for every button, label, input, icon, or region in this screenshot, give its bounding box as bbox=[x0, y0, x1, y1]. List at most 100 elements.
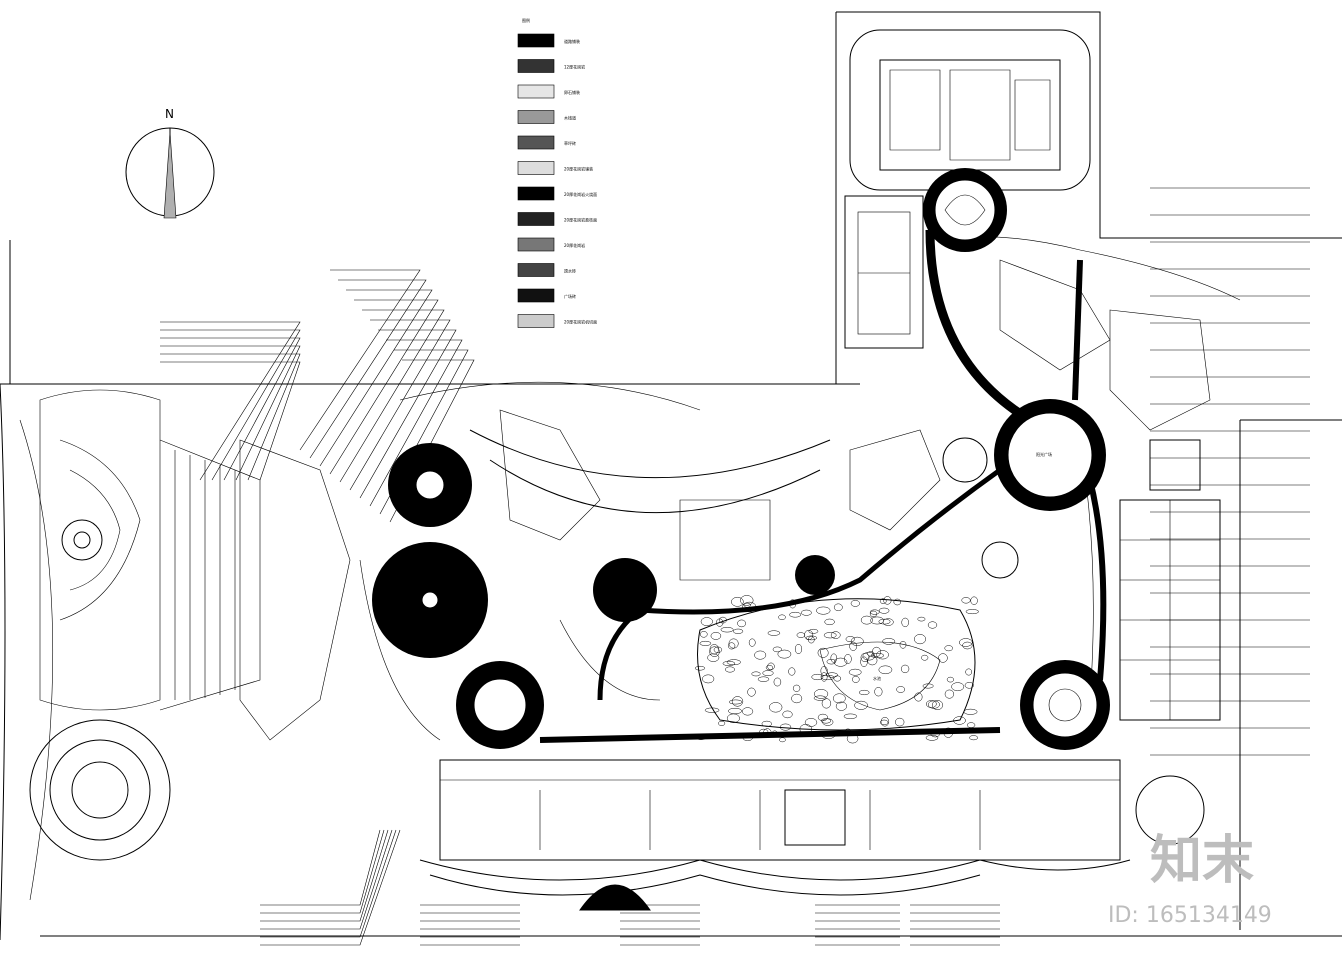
leader-line bbox=[369, 339, 463, 507]
pebble bbox=[779, 723, 792, 731]
legend-label: 透水砖 bbox=[564, 268, 576, 274]
pebble bbox=[700, 631, 708, 638]
pebble bbox=[811, 673, 824, 681]
north-arrow: N bbox=[125, 107, 215, 219]
pebble bbox=[822, 718, 834, 726]
pebble bbox=[959, 638, 973, 647]
pebble bbox=[727, 642, 736, 650]
pebble bbox=[895, 717, 905, 727]
southwest-round-plaza bbox=[456, 661, 544, 749]
legend-swatch bbox=[517, 186, 555, 201]
pebble bbox=[854, 700, 868, 710]
pebble bbox=[832, 693, 846, 704]
legend-swatch bbox=[517, 135, 555, 150]
pebble bbox=[699, 640, 712, 646]
leader-line bbox=[160, 337, 301, 481]
pebble bbox=[867, 655, 878, 666]
legend-label: 12厚花岗岩 bbox=[564, 64, 585, 70]
pebble bbox=[789, 611, 802, 618]
pebble bbox=[878, 618, 891, 625]
pebble bbox=[844, 654, 852, 664]
pebble bbox=[846, 733, 859, 744]
pebble bbox=[878, 665, 893, 675]
pebble bbox=[773, 677, 782, 687]
pebble bbox=[883, 596, 892, 605]
legend-label: 草坪砖 bbox=[564, 140, 576, 146]
mid-round-plaza bbox=[593, 437, 1205, 845]
leader-line bbox=[260, 829, 389, 922]
pebble bbox=[747, 687, 756, 697]
pebble bbox=[845, 636, 855, 643]
pebble bbox=[742, 707, 754, 716]
pebble bbox=[788, 667, 796, 676]
leader-line bbox=[160, 321, 301, 481]
pebble bbox=[860, 656, 868, 668]
west-round-plaza bbox=[388, 443, 472, 527]
leader-line bbox=[160, 329, 301, 481]
pebble bbox=[896, 686, 906, 693]
pebble bbox=[742, 601, 757, 613]
leader-line bbox=[379, 349, 469, 515]
pebble bbox=[880, 716, 890, 727]
pebble bbox=[707, 653, 720, 662]
leader-line bbox=[299, 269, 421, 451]
pebble bbox=[771, 730, 778, 738]
main-pathways bbox=[539, 229, 1107, 743]
pebble bbox=[821, 698, 832, 709]
pebble bbox=[772, 646, 782, 653]
entrance-label: 主入口 bbox=[418, 635, 430, 641]
pebble bbox=[953, 716, 966, 725]
pebble bbox=[694, 665, 706, 671]
pebble bbox=[925, 734, 939, 741]
legend-label: 20厚花岗岩 bbox=[564, 242, 585, 248]
pebble bbox=[830, 631, 841, 639]
pebble bbox=[820, 672, 828, 682]
pebble bbox=[823, 632, 837, 639]
pebble bbox=[725, 666, 735, 673]
pebble bbox=[782, 710, 793, 719]
pebble bbox=[779, 737, 786, 743]
pebble bbox=[860, 615, 873, 625]
pebble bbox=[870, 616, 884, 625]
legend-swatch bbox=[517, 212, 555, 226]
pebble bbox=[943, 727, 954, 738]
pebble bbox=[833, 603, 843, 612]
pebble bbox=[965, 668, 973, 676]
legend-label: 20厚花岗岩荔枝面 bbox=[564, 217, 597, 223]
watermark: 知末 ID: 165134149 bbox=[1108, 831, 1272, 928]
pebble bbox=[876, 650, 889, 660]
legend-swatch bbox=[517, 237, 555, 252]
pebble bbox=[927, 700, 940, 709]
central-round-plaza: 主入口 bbox=[372, 542, 488, 658]
pebble bbox=[849, 641, 858, 651]
pebble bbox=[817, 713, 828, 721]
leader-line bbox=[329, 299, 439, 475]
pebble bbox=[796, 632, 806, 638]
pebble bbox=[726, 713, 740, 723]
leader-line bbox=[389, 359, 475, 523]
leader-line bbox=[260, 829, 397, 938]
leader-line bbox=[309, 279, 427, 459]
pebble bbox=[922, 683, 934, 689]
pebble bbox=[914, 634, 926, 645]
pebble bbox=[850, 636, 864, 646]
legend-label: 广场砖 bbox=[564, 293, 576, 299]
legend-swatch bbox=[517, 263, 555, 277]
pebble bbox=[966, 722, 976, 728]
leader-line bbox=[160, 353, 301, 481]
pebble bbox=[722, 661, 736, 666]
pebble bbox=[833, 657, 848, 667]
pebble bbox=[718, 720, 726, 726]
pebble bbox=[728, 638, 739, 649]
pebble bbox=[763, 728, 772, 738]
legend-swatch bbox=[517, 59, 555, 73]
pebble bbox=[882, 638, 896, 645]
leader-line bbox=[349, 319, 451, 491]
pebble bbox=[740, 595, 754, 606]
pebble bbox=[720, 627, 734, 633]
legend-label: 道路铺装 bbox=[564, 38, 580, 44]
leader-line bbox=[160, 361, 301, 481]
leader-line bbox=[260, 829, 381, 906]
pond-label: 水池 bbox=[873, 675, 881, 681]
legend: 图例 道路铺装12厚花岗岩卵石铺装木栈道草坪砖20厚花岗岩铺装20厚花岗岩火烧面… bbox=[517, 17, 597, 328]
